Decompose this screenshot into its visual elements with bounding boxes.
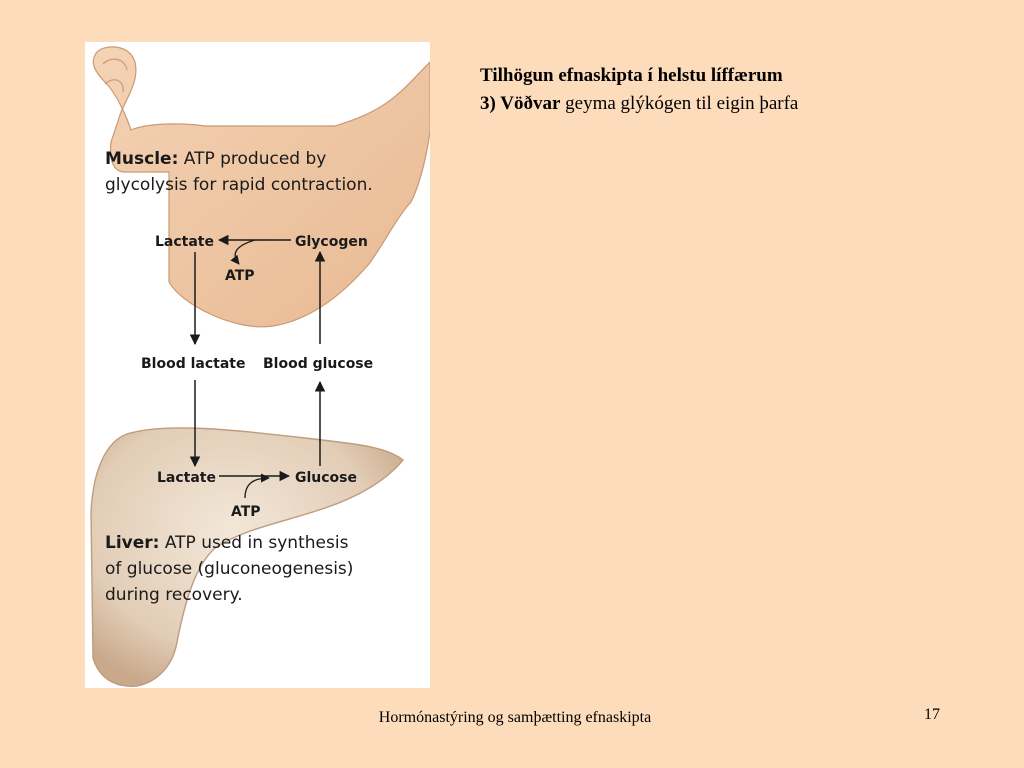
- muscle-atp-label: ATP: [225, 268, 255, 284]
- liver-atp-label: ATP: [231, 504, 261, 520]
- page-number: 17: [924, 706, 940, 723]
- liver-desc-2: of glucose (gluconeogenesis): [105, 559, 353, 579]
- heading-line-2-rest: geyma glýkógen til eigin þarfa: [560, 93, 799, 114]
- muscle-title: Muscle:: [105, 149, 178, 169]
- heading-line-2: 3) Vöðvar geyma glýkógen til eigin þarfa: [480, 90, 1000, 118]
- footer-text: Hormónastýring og samþætting efnaskipta: [378, 709, 652, 726]
- liver-desc-1: ATP used in synthesis: [159, 533, 348, 553]
- svg-text:Liver: ATP used in synthesis: Liver: ATP used in synthesis: [105, 533, 349, 553]
- svg-text:Muscle: ATP produced by: Muscle: ATP produced by: [105, 149, 326, 169]
- liver-glucose-label: Glucose: [295, 470, 357, 486]
- muscle-atp-arrow: [230, 239, 256, 265]
- liver-atp-arrow: [244, 473, 270, 499]
- blood-lactate-label: Blood lactate: [141, 356, 245, 372]
- cori-cycle-diagram: Muscle: ATP produced by glycolysis for r…: [90, 46, 430, 687]
- heading-title: Tilhögun efnaskipta í helstu líffærum: [480, 65, 783, 86]
- cori-cycle-figure: Muscle: ATP produced by glycolysis for r…: [85, 42, 430, 688]
- arm-illustration: [92, 46, 430, 328]
- muscle-desc-2: glycolysis for rapid contraction.: [105, 175, 373, 195]
- muscle-desc-1: ATP produced by: [178, 149, 326, 169]
- slide-heading: Tilhögun efnaskipta í helstu líffærum 3)…: [480, 62, 1000, 118]
- liver-title: Liver:: [105, 533, 159, 553]
- liver-desc-3: during recovery.: [105, 585, 243, 605]
- liver-illustration: [90, 427, 404, 687]
- heading-line-2-bold: 3) Vöðvar: [480, 93, 561, 114]
- muscle-lactate-label: Lactate: [155, 234, 214, 250]
- blood-glucose-label: Blood glucose: [263, 356, 373, 372]
- muscle-glycogen-label: Glycogen: [295, 234, 368, 250]
- liver-lactate-label: Lactate: [157, 470, 216, 486]
